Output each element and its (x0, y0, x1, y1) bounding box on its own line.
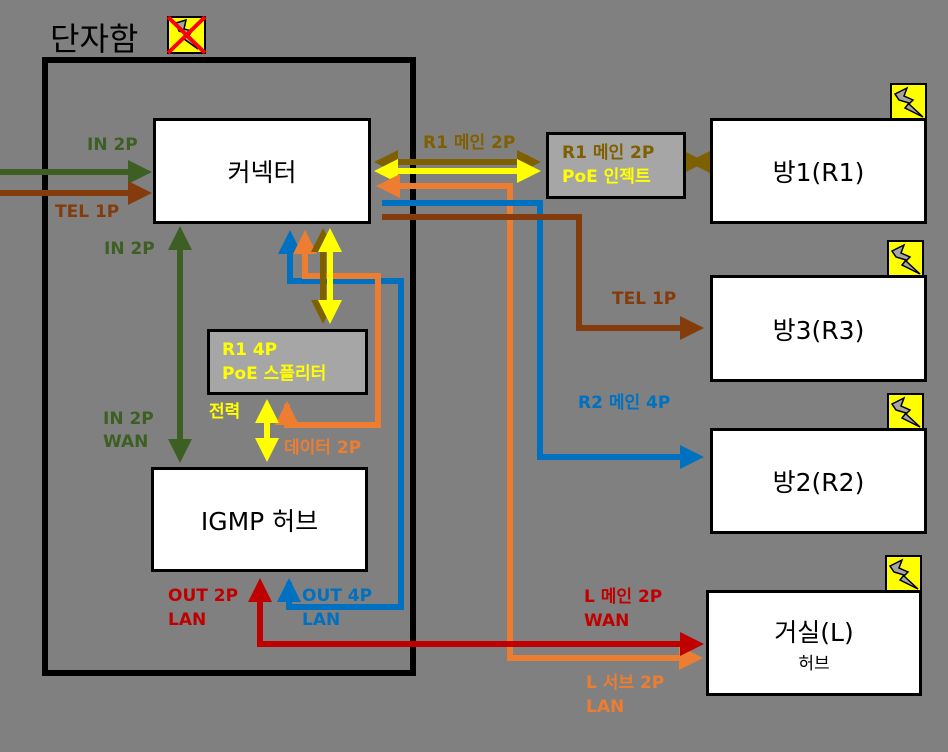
room2-label: 방2(R2) (772, 468, 865, 497)
label-in-2p-top: IN 2P (87, 135, 138, 155)
igmp-hub-node[interactable]: IGMP 허브 (151, 467, 368, 572)
label-data-2p: 데이터 2P (284, 438, 362, 458)
power-icon-disabled (166, 15, 207, 55)
label-out-2p-lan-2: LAN (168, 610, 207, 630)
power-icon-room2 (887, 393, 924, 430)
label-r2-main-4p: R2 메인 4P (578, 393, 671, 413)
line-r2-main-4p (382, 200, 704, 469)
line-tel-1p-room3 (382, 214, 704, 340)
label-l-sub-2p-2: LAN (586, 697, 625, 717)
power-icon-room3 (887, 240, 924, 277)
label-l-main-2p-2: WAN (584, 611, 630, 631)
label-out-2p-lan-1: OUT 2P (168, 586, 239, 606)
connector-node[interactable]: 커넥터 (153, 118, 371, 224)
label-l-sub-2p-1: L 서브 2P (586, 673, 665, 693)
living-room-node[interactable]: 거실(L) 허브 (706, 590, 922, 696)
living-room-sub-label: 허브 (798, 653, 830, 674)
label-out-4p-lan-1: OUT 4P (302, 586, 373, 606)
injector-label-2: PoE 인젝트 (562, 167, 651, 187)
label-out-4p-lan-2: LAN (302, 610, 341, 630)
room1-label: 방1(R1) (772, 158, 865, 187)
room3-label: 방3(R3) (772, 315, 865, 345)
label-tel-1p-left: TEL 1P (55, 202, 120, 222)
label-r1-main-2p: R1 메인 2P (423, 133, 516, 153)
cabinet-title: 단자함 (50, 20, 139, 58)
splitter-label-1: R1 4P (222, 340, 278, 360)
connector-label: 커넥터 (227, 158, 297, 187)
poe-splitter-node[interactable] (207, 329, 368, 395)
poe-injector-node[interactable] (546, 132, 686, 199)
igmp-hub-label: IGMP 허브 (200, 506, 319, 536)
label-power: 전력 (209, 402, 241, 422)
splitter-label-2: PoE 스플리터 (222, 364, 327, 384)
power-icon-room1 (890, 83, 927, 120)
label-in-2p-wan-2: WAN (103, 432, 149, 452)
label-in-2p-mid: IN 2P (104, 239, 155, 259)
line-l-sub-2p (376, 174, 513, 656)
living-room-label: 거실(L) (774, 617, 854, 647)
injector-label-1: R1 메인 2P (562, 143, 655, 163)
room1-node[interactable]: 방1(R1) (710, 118, 927, 224)
label-tel-1p-right: TEL 1P (612, 289, 677, 309)
room2-node[interactable]: 방2(R2) (710, 428, 927, 534)
label-l-main-2p-1: L 메인 2P (584, 587, 663, 607)
room3-node[interactable]: 방3(R3) (710, 275, 927, 382)
line-l-main-2p (248, 578, 698, 647)
cabinet-outline (42, 57, 416, 676)
line-out-4p-lan (278, 230, 404, 610)
label-in-2p-wan-1: IN 2P (103, 409, 154, 429)
power-icon-living (885, 555, 922, 592)
